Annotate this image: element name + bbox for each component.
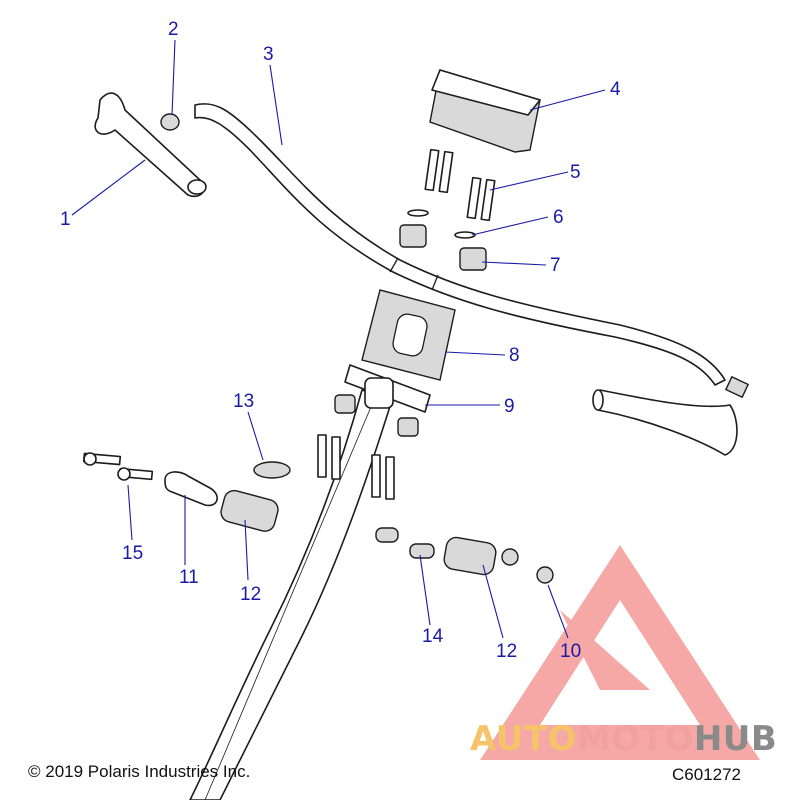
callout-2: 2 (168, 19, 179, 40)
callout-8: 8 (509, 345, 520, 366)
column-clamp (334, 364, 431, 437)
lower-clamp-left (220, 489, 279, 532)
handlebar-pad (429, 69, 541, 153)
right-grip (592, 389, 738, 456)
callout-10: 10 (560, 641, 581, 662)
mount-bolts (82, 452, 154, 481)
watermark-auto: AUTO (470, 719, 577, 759)
spacer (253, 461, 291, 479)
clamp-bolts (424, 148, 496, 222)
callout-6: 6 (553, 207, 564, 228)
leader-lines (71, 39, 606, 639)
washers (407, 209, 476, 239)
callout-labels: 1 2 3 4 5 6 7 8 9 10 11 12 12 13 14 15 (60, 19, 621, 662)
copyright-text: © 2019 Polaris Industries Inc. (28, 762, 251, 781)
callout-3: 3 (263, 44, 274, 65)
watermark-moto: MOTO (577, 719, 694, 759)
watermark-logo (480, 545, 760, 760)
watermark-hub: HUB (694, 719, 777, 759)
callout-9: 9 (504, 396, 515, 417)
mount-plate (164, 471, 218, 507)
callout-12a: 12 (240, 584, 261, 605)
sleeves (375, 527, 435, 559)
left-grip (94, 92, 207, 198)
callout-7: 7 (550, 255, 561, 276)
bar-end-cap-right (724, 375, 750, 399)
callout-11: 11 (179, 567, 199, 588)
callout-12b: 12 (496, 641, 517, 662)
lower-bolts (317, 434, 395, 500)
figure-code: C601272 (672, 765, 742, 784)
upper-clamps (399, 224, 487, 271)
handlebar (194, 103, 726, 386)
bar-end-cap (160, 113, 180, 131)
steering-column (189, 389, 393, 800)
callout-15: 15 (122, 543, 143, 564)
watermark-wordmark: AUTOMOTOHUB (470, 719, 777, 759)
nuts (501, 548, 554, 584)
callout-13: 13 (233, 391, 254, 412)
callout-14: 14 (422, 626, 444, 647)
lower-clamp-right (443, 536, 497, 576)
callout-4: 4 (610, 79, 621, 100)
callout-1: 1 (60, 209, 71, 230)
callout-5: 5 (570, 162, 581, 183)
svg-text:AUTOMOTOHUB: AUTOMOTOHUB (470, 719, 777, 759)
riser-mount (361, 289, 456, 381)
